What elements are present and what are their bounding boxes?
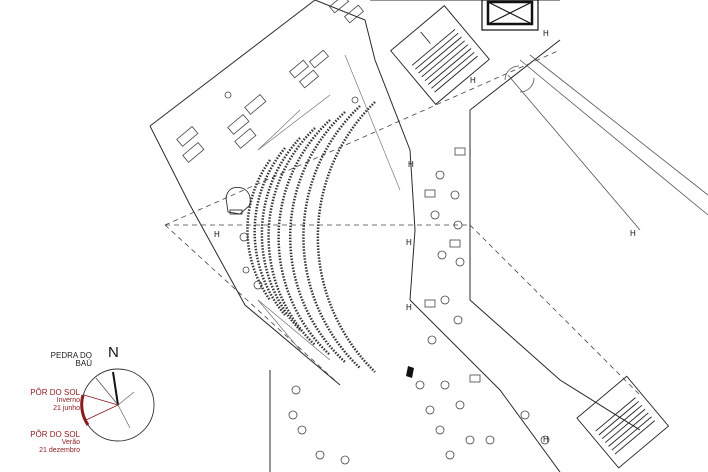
svg-text:H: H (408, 160, 414, 169)
stair-icon-lower (576, 375, 670, 469)
seat-row-8 (316, 101, 376, 373)
north-label: N (108, 344, 119, 361)
outline-corridor-diag (469, 39, 561, 111)
sunset-summer-season: Verão (61, 439, 80, 447)
seat-row-6 (288, 111, 346, 363)
outline-lower-diag (409, 299, 561, 472)
pedra-line-2: BAÚ (75, 359, 92, 369)
svg-text:H: H (406, 303, 412, 312)
svg-text:H: H (630, 229, 636, 238)
sunset-winter-date: 21 junho (53, 404, 80, 412)
outline-lower-right (469, 299, 641, 431)
svg-text:H: H (214, 230, 220, 239)
dashed-axes (164, 49, 641, 396)
building-outline (149, 0, 641, 472)
sunset-winter-title: PÔR DO SOL (30, 388, 80, 397)
radial-3 (257, 299, 331, 361)
svg-text:H: H (406, 238, 412, 247)
outline-southwest (149, 125, 341, 386)
outline-west (149, 0, 316, 127)
sunset-winter-line (83, 394, 119, 406)
radial-2 (257, 94, 331, 151)
pedra-bau-line (95, 377, 119, 406)
seat-row-3 (260, 137, 301, 331)
stair-icon (390, 5, 490, 105)
pedra-line-1: PEDRA DO (50, 351, 92, 360)
seat-row-2 (253, 147, 286, 316)
furniture (176, 0, 550, 465)
sunset-summer-label: PÔR DO SOL Verão 21 dezembro (12, 430, 80, 454)
svg-text:H: H (470, 76, 476, 85)
seat-row-5 (277, 119, 331, 356)
elevator-icon (481, 0, 539, 31)
radial-1 (257, 109, 301, 151)
sunset-winter-label: PÔR DO SOL Inverno 21 junho (12, 388, 80, 412)
grand-piano-icon (225, 187, 251, 215)
svg-text:H: H (543, 29, 549, 38)
svg-text:H: H (543, 435, 549, 444)
outline-auditorium-east (409, 149, 416, 301)
pedra-do-bau-label: PEDRA DO BAÚ (22, 351, 92, 369)
sunset-summer-title: PÔR DO SOL (30, 430, 80, 439)
compass-icon (80, 368, 155, 442)
sunset-arc (80, 394, 90, 426)
north-arrow (112, 371, 119, 406)
axis-right-lower (469, 224, 641, 396)
outline-upper-wing (314, 0, 411, 151)
auditorium-radials (257, 54, 401, 361)
seat-row-1 (246, 159, 272, 301)
axis-diagonal-lower (164, 224, 341, 386)
sunset-winter-season: Inverno (56, 397, 80, 405)
corridor (504, 54, 708, 231)
radial-4 (257, 299, 301, 351)
seat-row-7 (302, 105, 361, 369)
auditorium-seating (246, 101, 376, 373)
radial-5 (344, 54, 401, 191)
axis-diagonal-upper (164, 49, 561, 226)
seat-row-4 (267, 127, 316, 346)
sunset-summer-date: 21 dezembro (39, 446, 80, 454)
section-markers: H H H H H H H H (214, 29, 636, 444)
sculpture-icon (406, 366, 414, 378)
sunset-summer-line (85, 404, 119, 421)
